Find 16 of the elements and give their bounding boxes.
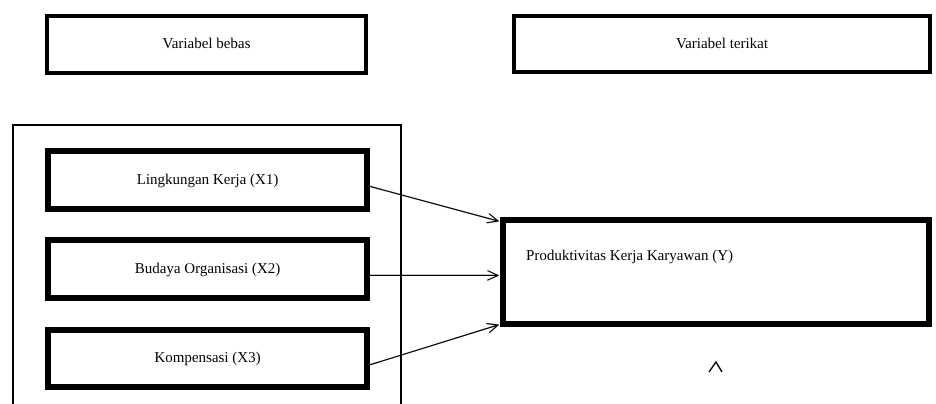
arrow: [370, 270, 499, 281]
variable-box: [45, 327, 370, 390]
header-box: [512, 14, 932, 74]
box-label: Variabel bebas: [162, 35, 250, 54]
box-label: Variabel terikat: [676, 34, 768, 54]
outcome-box: [500, 217, 932, 327]
box-label: Budaya Organisasi (X2): [134, 260, 280, 278]
box-label: Lingkungan Kerja (X1): [136, 170, 278, 190]
arrow: [370, 322, 499, 366]
header-box: [45, 14, 368, 75]
group-frame: [12, 124, 402, 404]
box-label: Produktivitas Kerja Karyawan (Y): [526, 247, 734, 266]
variable-box: [45, 237, 370, 301]
arrow: [370, 186, 499, 224]
variable-box: [45, 148, 370, 212]
box-label: Kompensasi (X3): [154, 349, 261, 368]
